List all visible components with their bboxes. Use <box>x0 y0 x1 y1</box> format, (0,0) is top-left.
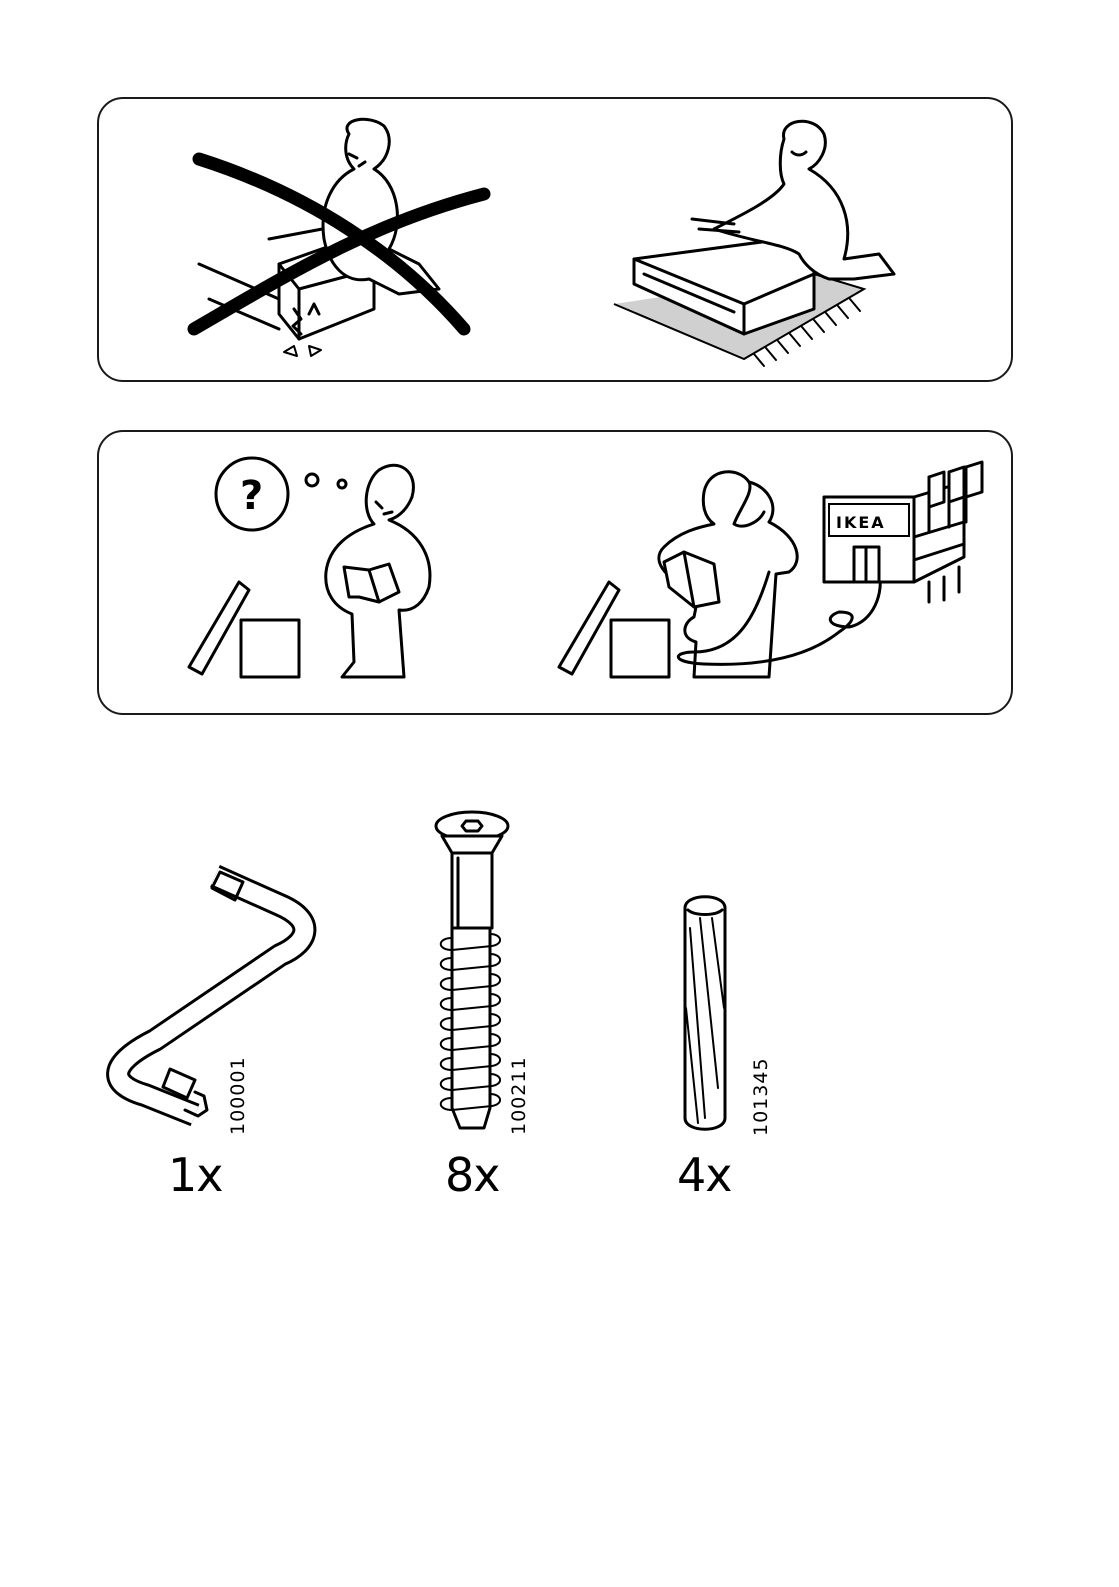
correct-unpack-scene <box>604 114 904 368</box>
call-store-scene: IKEA <box>554 452 994 686</box>
part-quantity: 8x <box>445 1148 500 1202</box>
help-panel: ? IKEA <box>97 430 1013 715</box>
dowel-icon <box>680 888 740 1138</box>
part-number: 100211 <box>508 1056 530 1135</box>
wrong-unpack-scene <box>189 114 489 368</box>
store-sign: IKEA <box>836 513 886 532</box>
part-number: 101345 <box>750 1057 772 1136</box>
hex-key-part: 100001 <box>95 870 315 1139</box>
unpacking-panel <box>97 97 1013 382</box>
part-number: 100001 <box>227 1056 249 1135</box>
part-quantity: 4x <box>677 1148 732 1202</box>
question-mark-icon: ? <box>184 452 444 682</box>
part-quantity: 1x <box>168 1148 223 1202</box>
confused-scene: ? <box>184 452 444 686</box>
dowel-part: 101345 <box>680 888 740 1142</box>
screw-part: 100211 <box>432 808 522 1142</box>
crossed-out-icon <box>189 114 489 364</box>
rug-icon <box>604 114 904 364</box>
svg-text:?: ? <box>240 473 263 519</box>
ikea-store-icon: IKEA <box>554 452 994 682</box>
hex-key-icon <box>95 870 315 1135</box>
